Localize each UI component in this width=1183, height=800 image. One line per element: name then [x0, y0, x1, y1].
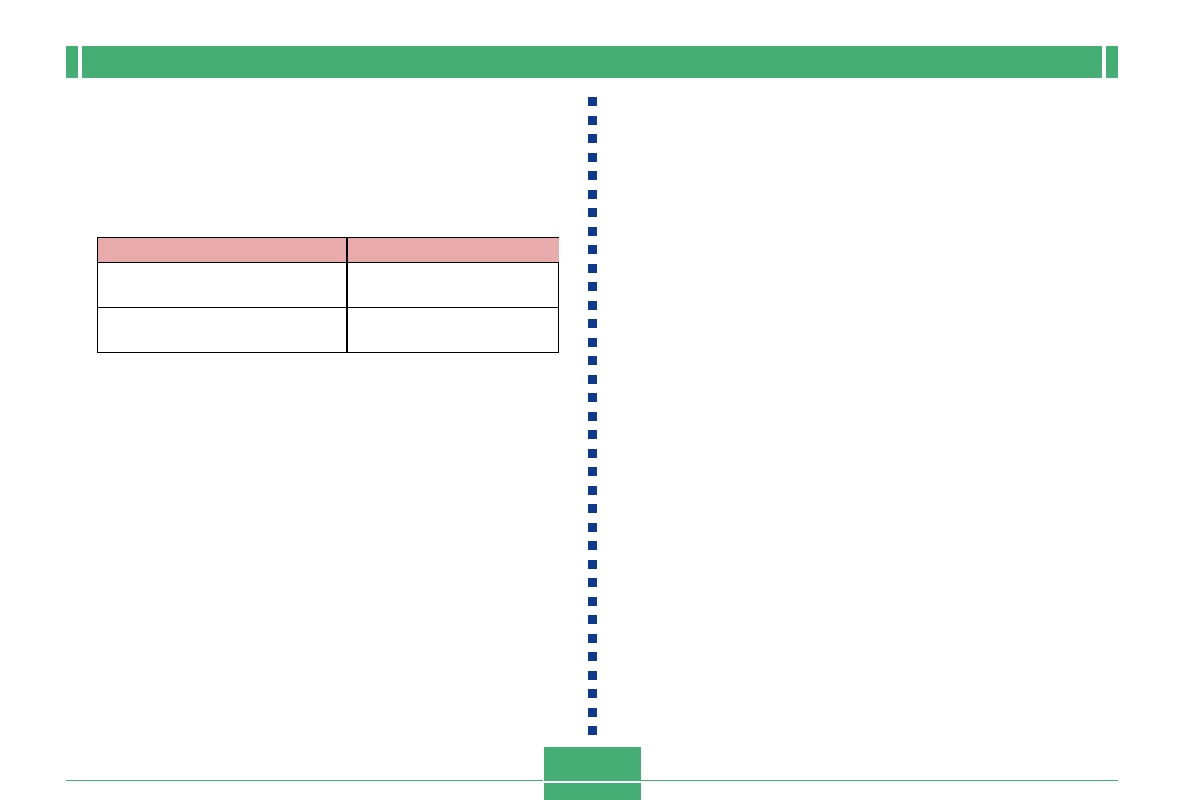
- divider-dot: [588, 190, 597, 199]
- divider-dot: [588, 449, 597, 458]
- divider-dot: [588, 578, 597, 587]
- table-cell: [97, 262, 347, 308]
- divider-dot: [588, 375, 597, 384]
- divider-dot: [588, 689, 597, 698]
- page-number-tab: [544, 747, 641, 800]
- footer-rule-right: [641, 780, 1118, 781]
- table-header-row: [97, 237, 559, 263]
- divider-dot: [588, 134, 597, 143]
- table-cell: [345, 262, 559, 308]
- divider-dot: [588, 153, 597, 162]
- divider-dot: [588, 708, 597, 717]
- left-text-column: [66, 96, 566, 726]
- header-bar-main-segment: [82, 46, 1102, 78]
- divider-dot: [588, 486, 597, 495]
- divider-dot: [588, 393, 597, 402]
- settings-table: [97, 237, 559, 353]
- divider-dot: [588, 301, 597, 310]
- table-header-cell: [345, 237, 559, 263]
- table-cell: [97, 307, 347, 353]
- divider-dot: [588, 726, 597, 735]
- divider-dot: [588, 634, 597, 643]
- divider-dot: [588, 467, 597, 476]
- divider-dot: [588, 264, 597, 273]
- footer-rule-left: [66, 780, 543, 781]
- divider-dot: [588, 227, 597, 236]
- divider-dot: [588, 615, 597, 624]
- table-row: [97, 307, 559, 353]
- divider-dot: [588, 245, 597, 254]
- header-bar-right-segment: [1106, 46, 1118, 78]
- divider-dot: [588, 171, 597, 180]
- divider-dot: [588, 504, 597, 513]
- divider-dot: [588, 412, 597, 421]
- column-divider: [588, 97, 597, 735]
- divider-dot: [588, 97, 597, 106]
- divider-dot: [588, 208, 597, 217]
- divider-dot: [588, 430, 597, 439]
- divider-dot: [588, 116, 597, 125]
- table-row: [97, 262, 559, 308]
- table-cell: [345, 307, 559, 353]
- divider-dot: [588, 560, 597, 569]
- page-header-bar: [66, 46, 1118, 78]
- divider-dot: [588, 282, 597, 291]
- right-text-column: [610, 96, 1118, 726]
- divider-dot: [588, 652, 597, 661]
- divider-dot: [588, 671, 597, 680]
- divider-dot: [588, 319, 597, 328]
- divider-dot: [588, 338, 597, 347]
- divider-dot: [588, 523, 597, 532]
- divider-dot: [588, 597, 597, 606]
- page-number-tab-top: [544, 747, 641, 781]
- page-number-tab-bottom: [544, 783, 641, 800]
- divider-dot: [588, 541, 597, 550]
- header-bar-left-segment: [66, 46, 78, 78]
- table-header-cell: [97, 237, 347, 263]
- divider-dot: [588, 356, 597, 365]
